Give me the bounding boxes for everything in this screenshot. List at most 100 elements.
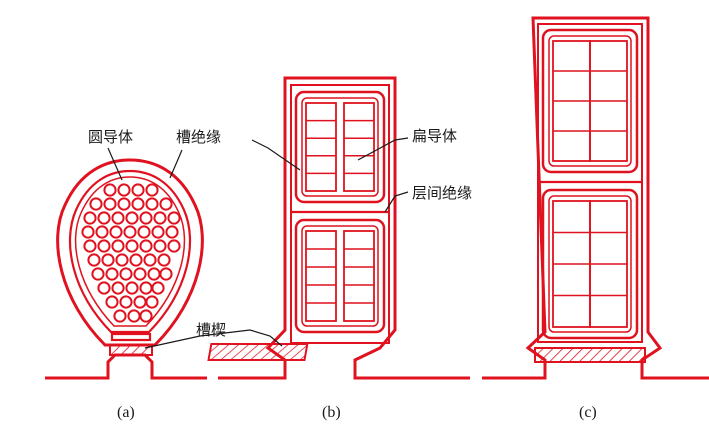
round-conductor bbox=[153, 211, 167, 225]
leader-interlayer-insulation bbox=[384, 191, 409, 213]
upper-coil-insulation-b bbox=[294, 90, 386, 204]
caption-a: (a) bbox=[117, 404, 135, 421]
round-conductor bbox=[145, 295, 159, 309]
slot-insulation-a-inner bbox=[74, 176, 186, 327]
figure-a bbox=[45, 158, 207, 380]
upper-coil-c bbox=[548, 35, 632, 167]
round-conductor bbox=[137, 225, 151, 239]
caption-b: (b) bbox=[322, 404, 341, 421]
lower-coil-c bbox=[548, 195, 632, 333]
round-conductor bbox=[125, 239, 139, 253]
round-conductor bbox=[139, 281, 153, 295]
slot-insulation-a bbox=[68, 169, 192, 334]
figure-c bbox=[482, 16, 709, 380]
round-conductor bbox=[167, 211, 181, 225]
lower-coil-b bbox=[301, 225, 379, 327]
round-conductor bbox=[129, 253, 143, 267]
leader-slot-wedge-a bbox=[144, 329, 251, 349]
round-conductor bbox=[83, 239, 97, 253]
round-conductor-bundle bbox=[81, 183, 181, 323]
lower-coil-insulation-b bbox=[294, 218, 386, 334]
flat-conductor-stack bbox=[343, 102, 375, 192]
round-conductor bbox=[97, 281, 111, 295]
figure-b bbox=[207, 76, 470, 380]
round-conductor bbox=[123, 225, 137, 239]
leader-slot-wedge-b bbox=[249, 329, 283, 347]
round-conductor bbox=[103, 183, 117, 197]
leader-slot-insulation-b bbox=[251, 139, 301, 171]
round-conductor bbox=[127, 309, 141, 323]
slot-wedge-c bbox=[534, 347, 646, 363]
label-interlayer-insulation: 层间绝缘 bbox=[412, 184, 472, 202]
upper-coil-insulation-c bbox=[541, 28, 639, 174]
round-conductor bbox=[113, 309, 127, 323]
round-conductor bbox=[157, 253, 171, 267]
flat-conductor-stack bbox=[343, 230, 375, 322]
round-conductor bbox=[131, 183, 145, 197]
leader-round-conductor bbox=[107, 147, 123, 181]
label-slot-insulation: 槽绝缘 bbox=[176, 128, 221, 146]
caption-c: (c) bbox=[579, 404, 597, 421]
round-conductor bbox=[151, 225, 165, 239]
slot-outline-a bbox=[56, 158, 204, 347]
round-conductor bbox=[125, 211, 139, 225]
round-conductor bbox=[111, 211, 125, 225]
round-conductor bbox=[119, 295, 133, 309]
stator-surface-a bbox=[45, 353, 207, 380]
round-conductor bbox=[159, 197, 173, 211]
round-conductor bbox=[165, 225, 179, 239]
slot-wedge-a bbox=[109, 344, 153, 356]
round-conductor bbox=[159, 267, 173, 281]
lower-coil-insulation-c bbox=[541, 188, 639, 340]
round-conductor bbox=[145, 183, 159, 197]
round-conductor bbox=[103, 197, 117, 211]
round-conductor bbox=[95, 225, 109, 239]
round-conductor bbox=[83, 211, 97, 225]
flat-conductor-grid-b bbox=[305, 102, 375, 322]
round-conductor bbox=[153, 239, 167, 253]
round-conductor bbox=[115, 253, 129, 267]
stator-surface-c bbox=[482, 16, 709, 380]
round-conductor bbox=[139, 239, 153, 253]
round-conductor bbox=[109, 225, 123, 239]
round-conductor bbox=[105, 267, 119, 281]
round-conductor bbox=[145, 197, 159, 211]
label-round-conductor: 圆导体 bbox=[88, 128, 133, 146]
flat-conductor-grid-c bbox=[552, 40, 628, 328]
round-conductor bbox=[117, 183, 131, 197]
stator-surface-b bbox=[218, 76, 470, 380]
round-conductor bbox=[125, 281, 139, 295]
upper-coil-b bbox=[301, 97, 379, 197]
round-conductor bbox=[97, 239, 111, 253]
slot-bottom-strip-a bbox=[110, 332, 152, 342]
round-conductor bbox=[151, 281, 165, 295]
leader-flat-conductor bbox=[357, 137, 409, 161]
round-conductor bbox=[147, 267, 161, 281]
round-conductor bbox=[89, 197, 103, 211]
flat-conductor-stack bbox=[305, 102, 337, 192]
round-conductor bbox=[91, 267, 105, 281]
round-conductor bbox=[139, 309, 153, 323]
round-conductor bbox=[117, 197, 131, 211]
flat-conductor-stack bbox=[305, 230, 337, 322]
round-conductor bbox=[81, 225, 95, 239]
round-conductor bbox=[87, 253, 101, 267]
round-conductor bbox=[143, 253, 157, 267]
round-conductor bbox=[133, 267, 147, 281]
slot-outline-b-inner bbox=[290, 84, 390, 344]
label-slot-wedge: 槽楔 bbox=[196, 321, 226, 339]
leader-slot-insulation-a bbox=[169, 149, 183, 179]
round-conductor bbox=[119, 267, 133, 281]
round-conductor bbox=[111, 281, 125, 295]
round-conductor bbox=[133, 295, 147, 309]
round-conductor bbox=[167, 239, 181, 253]
round-conductor bbox=[111, 239, 125, 253]
round-conductor bbox=[131, 197, 145, 211]
round-conductor bbox=[105, 295, 119, 309]
round-conductor bbox=[101, 253, 115, 267]
leader-lines bbox=[107, 137, 409, 349]
round-conductor bbox=[139, 211, 153, 225]
label-flat-conductor: 扁导体 bbox=[412, 127, 457, 145]
slot-wedge-b bbox=[207, 343, 309, 361]
